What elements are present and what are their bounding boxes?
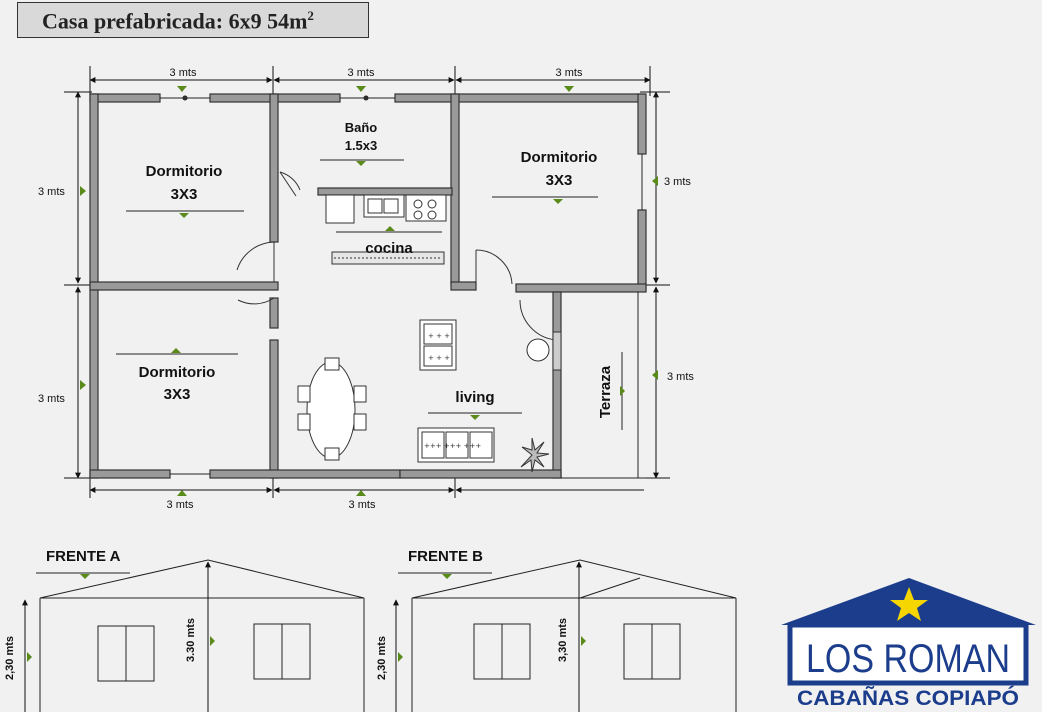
living-furniture	[417, 319, 562, 473]
elevation-b-wall-height: 2,30 mts	[376, 636, 388, 680]
room-cocina: cocina	[365, 240, 413, 257]
marker-dorm3	[553, 199, 563, 204]
room-dorm1-name: Dormitorio	[146, 163, 223, 180]
svg-text:+ + +: + + +	[428, 332, 450, 340]
room-living: living	[455, 389, 494, 406]
elevation-a-total-height: 3.30 mts	[185, 618, 197, 662]
dim-bottom-2: 3 mts	[349, 499, 376, 511]
dim-bottom-1: 3 mts	[167, 499, 194, 511]
star-icon	[890, 587, 928, 621]
elevation-b-total-height: 3,30 mts	[557, 618, 569, 662]
dim-top-3: 3 mts	[556, 67, 583, 79]
walls	[89, 93, 647, 479]
elevation-b: FRENTE B 2,30 mts 3,30 mts	[376, 548, 737, 712]
dim-right-2: 3 mts	[667, 371, 694, 383]
dim-left-1: 3 mts	[38, 186, 65, 198]
room-dorm2-name: Dormitorio	[139, 364, 216, 381]
kitchen-fixtures	[325, 194, 447, 265]
marker-living	[470, 415, 480, 420]
dim-left-2: 3 mts	[38, 393, 65, 405]
logo-box	[787, 622, 1029, 686]
room-terraza: Terraza	[597, 365, 614, 418]
room-dorm3-size: 3X3	[546, 172, 573, 189]
page-title: Casa prefabricada: 6x9 54m	[42, 8, 308, 34]
logo-name: LOS ROMAN	[806, 637, 1010, 681]
room-bano-name: Baño	[345, 120, 378, 135]
dimension-markers	[80, 86, 658, 496]
room-bano-size: 1.5x3	[345, 138, 378, 153]
marker-dorm2	[171, 348, 181, 353]
title-box: Casa prefabricada: 6x9 54m2	[17, 2, 369, 38]
svg-text:+ + +: + + +	[428, 354, 450, 362]
svg-text:+++ +++ +++: +++ +++ +++	[424, 442, 481, 450]
dim-top-2: 3 mts	[348, 67, 375, 79]
dim-right-1: 3 mts	[664, 176, 691, 188]
doors	[236, 171, 557, 341]
marker-cocina	[385, 226, 395, 231]
title-superscript: 2	[307, 8, 314, 23]
company-logo: LOS ROMAN CABAÑAS COPIAPÓ	[781, 578, 1036, 710]
room-dorm2-size: 3X3	[164, 386, 191, 403]
furniture-pattern: + + + + + + +++ +++ +++	[424, 332, 481, 450]
dining-table	[297, 357, 367, 461]
dim-top-1: 3 mts	[170, 67, 197, 79]
elevation-b-label: FRENTE B	[408, 548, 483, 565]
marker-bano	[356, 161, 366, 166]
room-dorm1-size: 3X3	[171, 186, 198, 203]
elevation-a-label: FRENTE A	[46, 548, 121, 565]
marker-dorm1	[179, 213, 189, 218]
marker-terraza	[620, 386, 625, 396]
elevation-a-wall-height: 2,30 mts	[4, 636, 16, 680]
logo-subtitle: CABAÑAS COPIAPÓ	[797, 686, 1019, 710]
room-dorm3-name: Dormitorio	[521, 149, 598, 166]
windows	[160, 95, 643, 475]
elevation-a: FRENTE A 2,30 mts 3.30 mts	[4, 548, 365, 712]
